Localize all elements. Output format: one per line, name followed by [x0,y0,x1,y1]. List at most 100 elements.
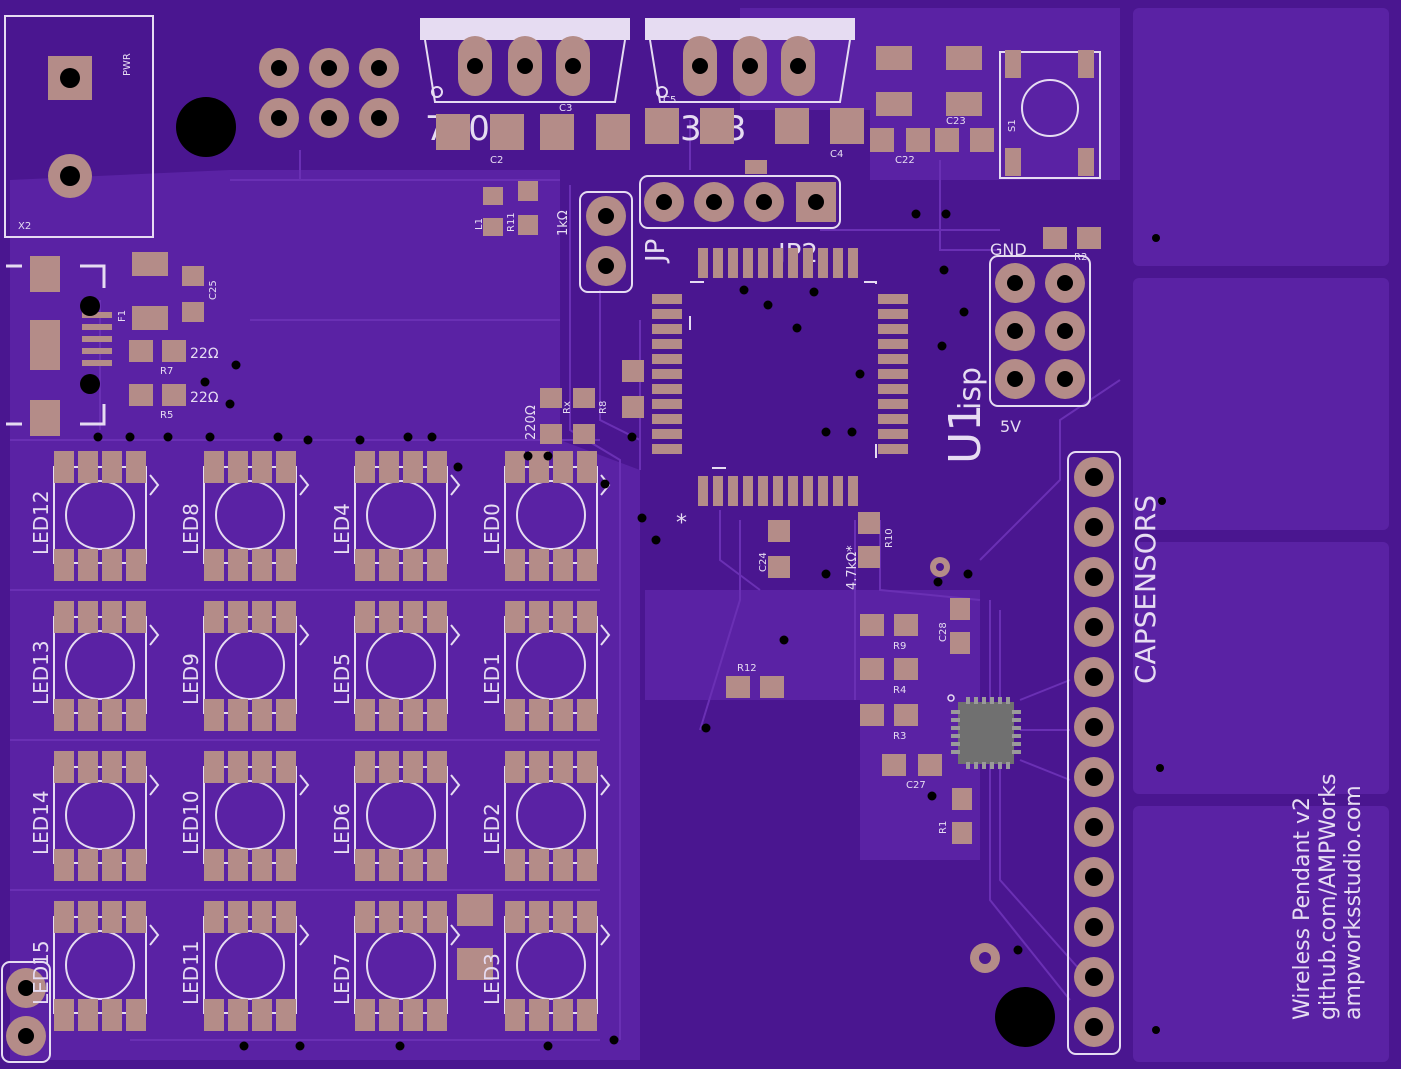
led-pad [276,451,296,483]
led-pad [228,999,248,1031]
led-pad [355,451,375,483]
u1-pin [652,369,682,379]
c25-label: C25 [208,280,219,300]
capsensor-pin-hole [1085,868,1103,886]
led-polarity-marker [149,924,160,946]
capsensor-pin-hole [1085,618,1103,636]
led-lens [366,630,436,700]
s1-label: S1 [1007,119,1018,132]
led-label: LED8 [179,503,203,555]
led-pad [276,901,296,933]
u1-pin [652,294,682,304]
led-pad [577,849,597,881]
led-label: LED7 [330,953,354,1005]
led-label: LED0 [480,503,504,555]
led-pad [529,601,549,633]
led-pad [252,849,272,881]
led-pad [577,549,597,581]
capsensor-pin-hole [1085,718,1103,736]
r2 [1043,227,1101,249]
r9-label: R9 [893,641,906,652]
u1-pin [803,476,813,506]
test-points [930,557,1000,973]
via [963,569,973,579]
led-pad [78,999,98,1031]
led-label: LED3 [480,953,504,1005]
led-led0: LED0 [480,451,611,581]
via [739,285,749,295]
led-pad [427,601,447,633]
capsensors-header [1074,457,1114,1047]
cap-sensor-pads [1133,8,1389,1062]
c28-c27-r1 [882,598,972,844]
u1-pin [878,339,908,349]
u1-pin [788,248,798,278]
r-cluster [726,614,918,726]
led-led8: LED8 [179,451,310,581]
u1-pin [652,354,682,364]
s1-outline [999,51,1101,179]
cap-pad-3 [1133,542,1389,794]
led-lens [215,630,285,700]
qfn-pin [1012,718,1021,722]
qfn-pin [974,697,978,704]
qfn-pin [951,718,960,722]
u1-pin [652,429,682,439]
led-pad [427,549,447,581]
led-pad [78,699,98,731]
u1-pin [773,248,783,278]
led-polarity-marker [600,774,611,796]
led-pad [505,451,525,483]
led-outline [203,916,297,1014]
r11-label: R11 [506,212,517,232]
via [543,451,553,461]
qfn-pin [998,697,1002,704]
u1-pin [803,248,813,278]
r1-label: R1 [938,821,949,834]
led-lens [366,480,436,550]
led-polarity-marker [299,474,310,496]
x2-label: X2 [18,221,31,232]
jp-header [586,196,626,286]
led-polarity-marker [600,924,611,946]
u1-pin [652,444,682,454]
u1-pin [713,476,723,506]
bottom-left-header-outline [1,961,51,1063]
led-pad [403,751,423,783]
rx-r8 [540,360,644,444]
led-outline [354,916,448,1014]
via [763,300,773,310]
led-pad [553,901,573,933]
u1-pin [833,476,843,506]
c28-label: C28 [938,622,949,642]
led-outline [504,466,598,564]
led-pad [505,549,525,581]
led-pad [126,849,146,881]
led-pad [126,751,146,783]
led-pad [126,699,146,731]
cap-pad-2 [1133,278,1389,530]
via [637,513,647,523]
r7-r5 [129,340,186,406]
isp-header [995,263,1085,399]
led-pad [529,451,549,483]
led-lens [516,480,586,550]
led-outline [203,766,297,864]
capsensor-pin-hole [1085,818,1103,836]
u1-pin [848,248,858,278]
led-lens [215,480,285,550]
led-pad [78,849,98,881]
u1-label: U1 [940,404,991,464]
qfn-pin [998,762,1002,769]
via [847,427,857,437]
led-pad [427,451,447,483]
mount-hole-bottom [995,987,1055,1047]
led-pad [228,549,248,581]
led-pad [403,601,423,633]
r3-label: R3 [893,731,906,742]
r5-label: R5 [160,410,173,421]
via [821,569,831,579]
led-led4: LED4 [330,451,461,581]
led-lens [516,780,586,850]
